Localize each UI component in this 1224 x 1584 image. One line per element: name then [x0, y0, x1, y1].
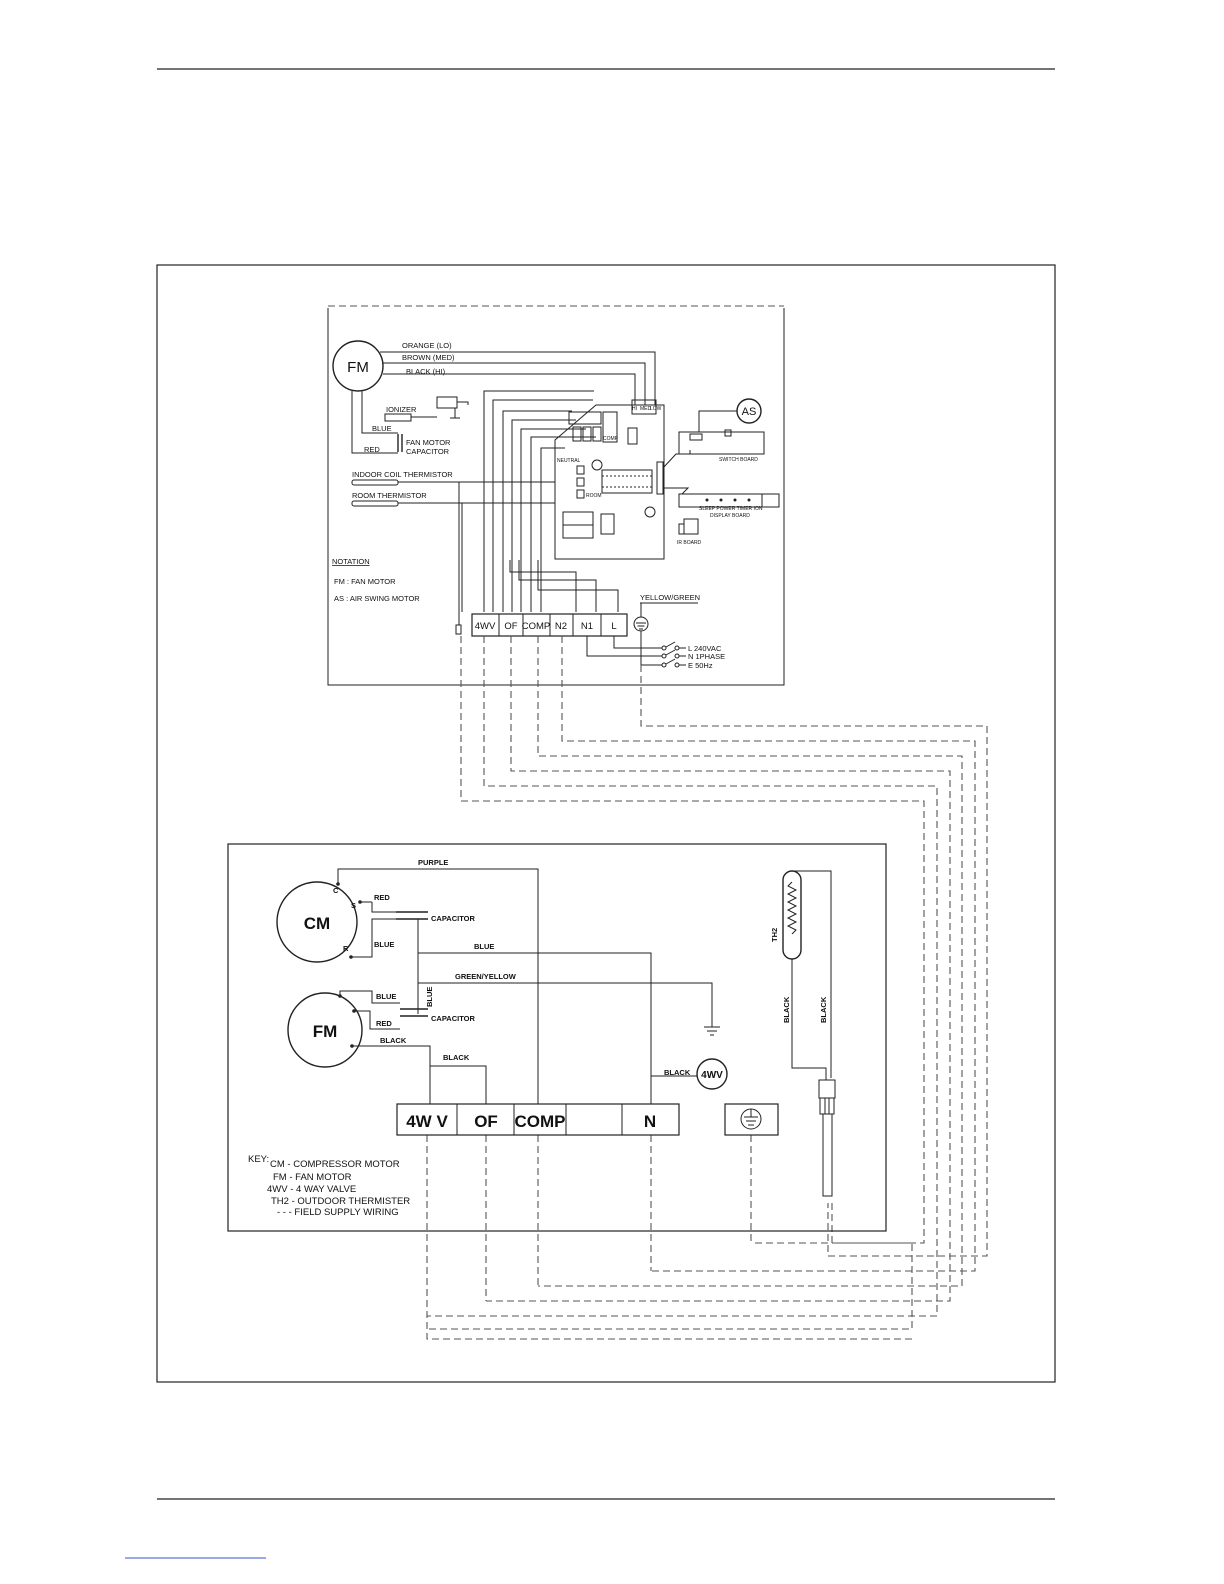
ionizer-module	[384, 413, 412, 422]
svg-text:SWITCH BOARD: SWITCH BOARD	[719, 457, 758, 463]
svg-text:HI: HI	[632, 406, 637, 412]
key-line-cm: CM - COMPRESSOR MOTOR	[270, 1159, 400, 1170]
supply-e: E 50Hz	[688, 661, 713, 670]
svg-text:LOW: LOW	[650, 406, 662, 412]
ionizer-connector	[436, 396, 458, 409]
svg-text:COMP: COMP	[603, 436, 619, 442]
four-way-valve	[696, 1058, 728, 1090]
outdoor-terminal-block: 4W V OF COMP N	[396, 1103, 680, 1136]
indoor-fan-motor	[332, 340, 384, 392]
wire-purple-label: PURPLE	[418, 858, 448, 867]
notation-title: NOTATION	[332, 557, 370, 566]
key-line-field: - - - FIELD SUPPLY WIRING	[277, 1207, 399, 1218]
fm-capacitor-label: CAPACITOR	[431, 1014, 475, 1023]
key-line-th2: TH2 - OUTDOOR THERMISTER	[271, 1196, 410, 1207]
air-swing-motor-label: AS	[742, 406, 757, 418]
th2-label: TH2	[770, 928, 779, 942]
wire-brown-label: BROWN (MED)	[402, 353, 455, 362]
notation-as: AS : AIR SWING MOTOR	[334, 594, 420, 603]
th2-connector	[818, 1079, 836, 1099]
svg-text:NEUTRAL: NEUTRAL	[557, 458, 581, 464]
wire-green-yellow-label: GREEN/YELLOW	[455, 972, 517, 981]
diagram-frame	[156, 264, 1056, 1383]
notation-fm: FM : FAN MOTOR	[334, 577, 396, 586]
indoor-terminal-n1: N1	[581, 621, 593, 632]
fm-wire-black-label-2: BLACK	[443, 1053, 470, 1062]
indoor-terminal-4wv: 4WV	[475, 621, 496, 632]
wire-blue-main-label: BLUE	[474, 942, 494, 951]
pin-r: R	[343, 944, 349, 953]
outdoor-terminal-n: N	[644, 1112, 656, 1131]
indoor-terminal-n2: N2	[555, 621, 567, 632]
outdoor-terminal-of: OF	[474, 1112, 498, 1131]
fm-wire-blue-label: BLUE	[376, 992, 396, 1001]
outdoor-unit: CM C S R PURPLE RED CAPACITOR BLUE BLUE …	[227, 843, 887, 1232]
outdoor-ground-terminal	[724, 1103, 779, 1136]
fan-cap-label-2: CAPACITOR	[406, 447, 450, 456]
wire-black-label: BLACK (HI)	[406, 367, 446, 376]
fm-wire-red-label: RED	[376, 1019, 392, 1028]
indoor-terminal-block: 4WV OF COMP N2 N1 L	[455, 613, 628, 637]
svg-text:IR BOARD: IR BOARD	[677, 540, 702, 546]
svg-text:ROOM: ROOM	[586, 493, 602, 499]
svg-text:SLEEP POWER TIMER ION: SLEEP POWER TIMER ION	[699, 506, 763, 512]
indoor-terminal-comp: COMP	[522, 621, 551, 632]
indoor-terminal-of: OF	[504, 621, 517, 632]
key-title: KEY:	[248, 1154, 269, 1165]
svg-text:MED: MED	[640, 406, 652, 412]
th2-wire-black-label-1: BLACK	[782, 996, 791, 1023]
indoor-fan-motor-label: FM	[347, 359, 369, 376]
th2-wire-black-label-2: BLACK	[819, 996, 828, 1023]
cm-wire-red-label: RED	[374, 893, 390, 902]
coil-thermistor	[351, 479, 399, 486]
key-line-4wv: 4WV - 4 WAY VALVE	[267, 1184, 356, 1195]
wire-red-label: RED	[364, 445, 380, 454]
outdoor-thermistor	[782, 870, 802, 960]
key-line-fm: FM - FAN MOTOR	[273, 1172, 352, 1183]
wire-blue-label: BLUE	[372, 424, 392, 433]
pin-c: C	[333, 886, 339, 895]
indoor-pcb: HI MED LOW COMP NEUTRAL ROOM	[554, 399, 665, 560]
room-thermistor-label: ROOM THERMISTOR	[352, 491, 427, 500]
indoor-terminal-l: L	[611, 621, 616, 632]
cm-wire-blue-label: BLUE	[374, 940, 394, 949]
fm-wire-black-label: BLACK	[380, 1036, 407, 1045]
supply-n: N 1PHASE	[688, 652, 725, 661]
compressor-motor	[276, 881, 358, 963]
coil-thermistor-label: INDOOR COIL THERMISTOR	[352, 470, 453, 479]
switch-board	[678, 431, 765, 455]
fm-wire-blue-vertical-label: BLUE	[425, 987, 434, 1007]
svg-text:DISPLAY BOARD: DISPLAY BOARD	[710, 513, 750, 519]
outdoor-terminal-comp: COMP	[515, 1112, 566, 1131]
ir-board	[683, 518, 699, 535]
compressor-label: CM	[304, 914, 330, 933]
outdoor-terminal-4wv: 4W V	[406, 1112, 448, 1131]
four-way-valve-label: 4WV	[701, 1070, 723, 1081]
outdoor-key: KEY: CM - COMPRESSOR MOTOR FM - FAN MOTO…	[248, 1154, 410, 1218]
indoor-unit: FM ORANGE (LO) BROWN (MED) BLACK (HI) BL…	[327, 305, 785, 686]
supply-l: L 240VAC	[688, 644, 722, 653]
fan-cap-label-1: FAN MOTOR	[406, 438, 451, 447]
wire-orange-label: ORANGE (LO)	[402, 341, 452, 350]
pin-s: S	[351, 901, 356, 910]
valve-wire-black-label: BLACK	[664, 1068, 691, 1077]
field-supply-wiring	[426, 636, 988, 1340]
outdoor-fan-motor	[287, 992, 363, 1068]
outdoor-fan-label: FM	[313, 1022, 338, 1041]
ionizer-label: IONIZER	[386, 405, 417, 414]
room-thermistor	[351, 500, 399, 507]
cm-capacitor-label: CAPACITOR	[431, 914, 475, 923]
indoor-ground-label: YELLOW/GREEN	[640, 593, 700, 602]
